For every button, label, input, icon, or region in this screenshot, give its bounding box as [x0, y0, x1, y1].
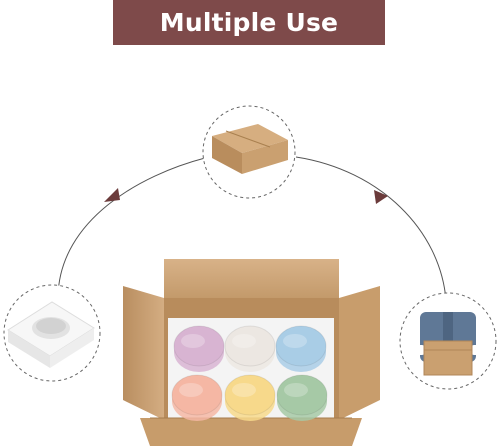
- jar-white: [224, 325, 276, 372]
- box-left-flap: [123, 286, 164, 420]
- jar-peach: [171, 374, 223, 421]
- foam-insert-icon: [7, 301, 95, 368]
- banner-title: Multiple Use: [159, 8, 339, 37]
- jar-yellow: [224, 374, 276, 421]
- cycle-arc: [57, 157, 206, 297]
- jar-pink: [173, 325, 225, 372]
- arrow-icon-left: [104, 188, 120, 202]
- box-back-flap: [164, 259, 339, 298]
- box-front-wall: [140, 418, 362, 446]
- delivery-person-step: [399, 292, 497, 390]
- courier-icon: [410, 312, 486, 376]
- jar-blue: [275, 325, 327, 372]
- shipping-box-step: [202, 105, 296, 199]
- cycle-arc-right: [295, 156, 447, 301]
- jars-group: [171, 325, 328, 421]
- foam-insert-step: [3, 284, 101, 382]
- box-right-flap: [339, 286, 380, 420]
- arrow-icon-right: [374, 190, 388, 204]
- closed-cardboard-box-icon: [212, 124, 288, 174]
- title-banner: Multiple Use: [113, 0, 385, 45]
- jar-green: [276, 374, 328, 421]
